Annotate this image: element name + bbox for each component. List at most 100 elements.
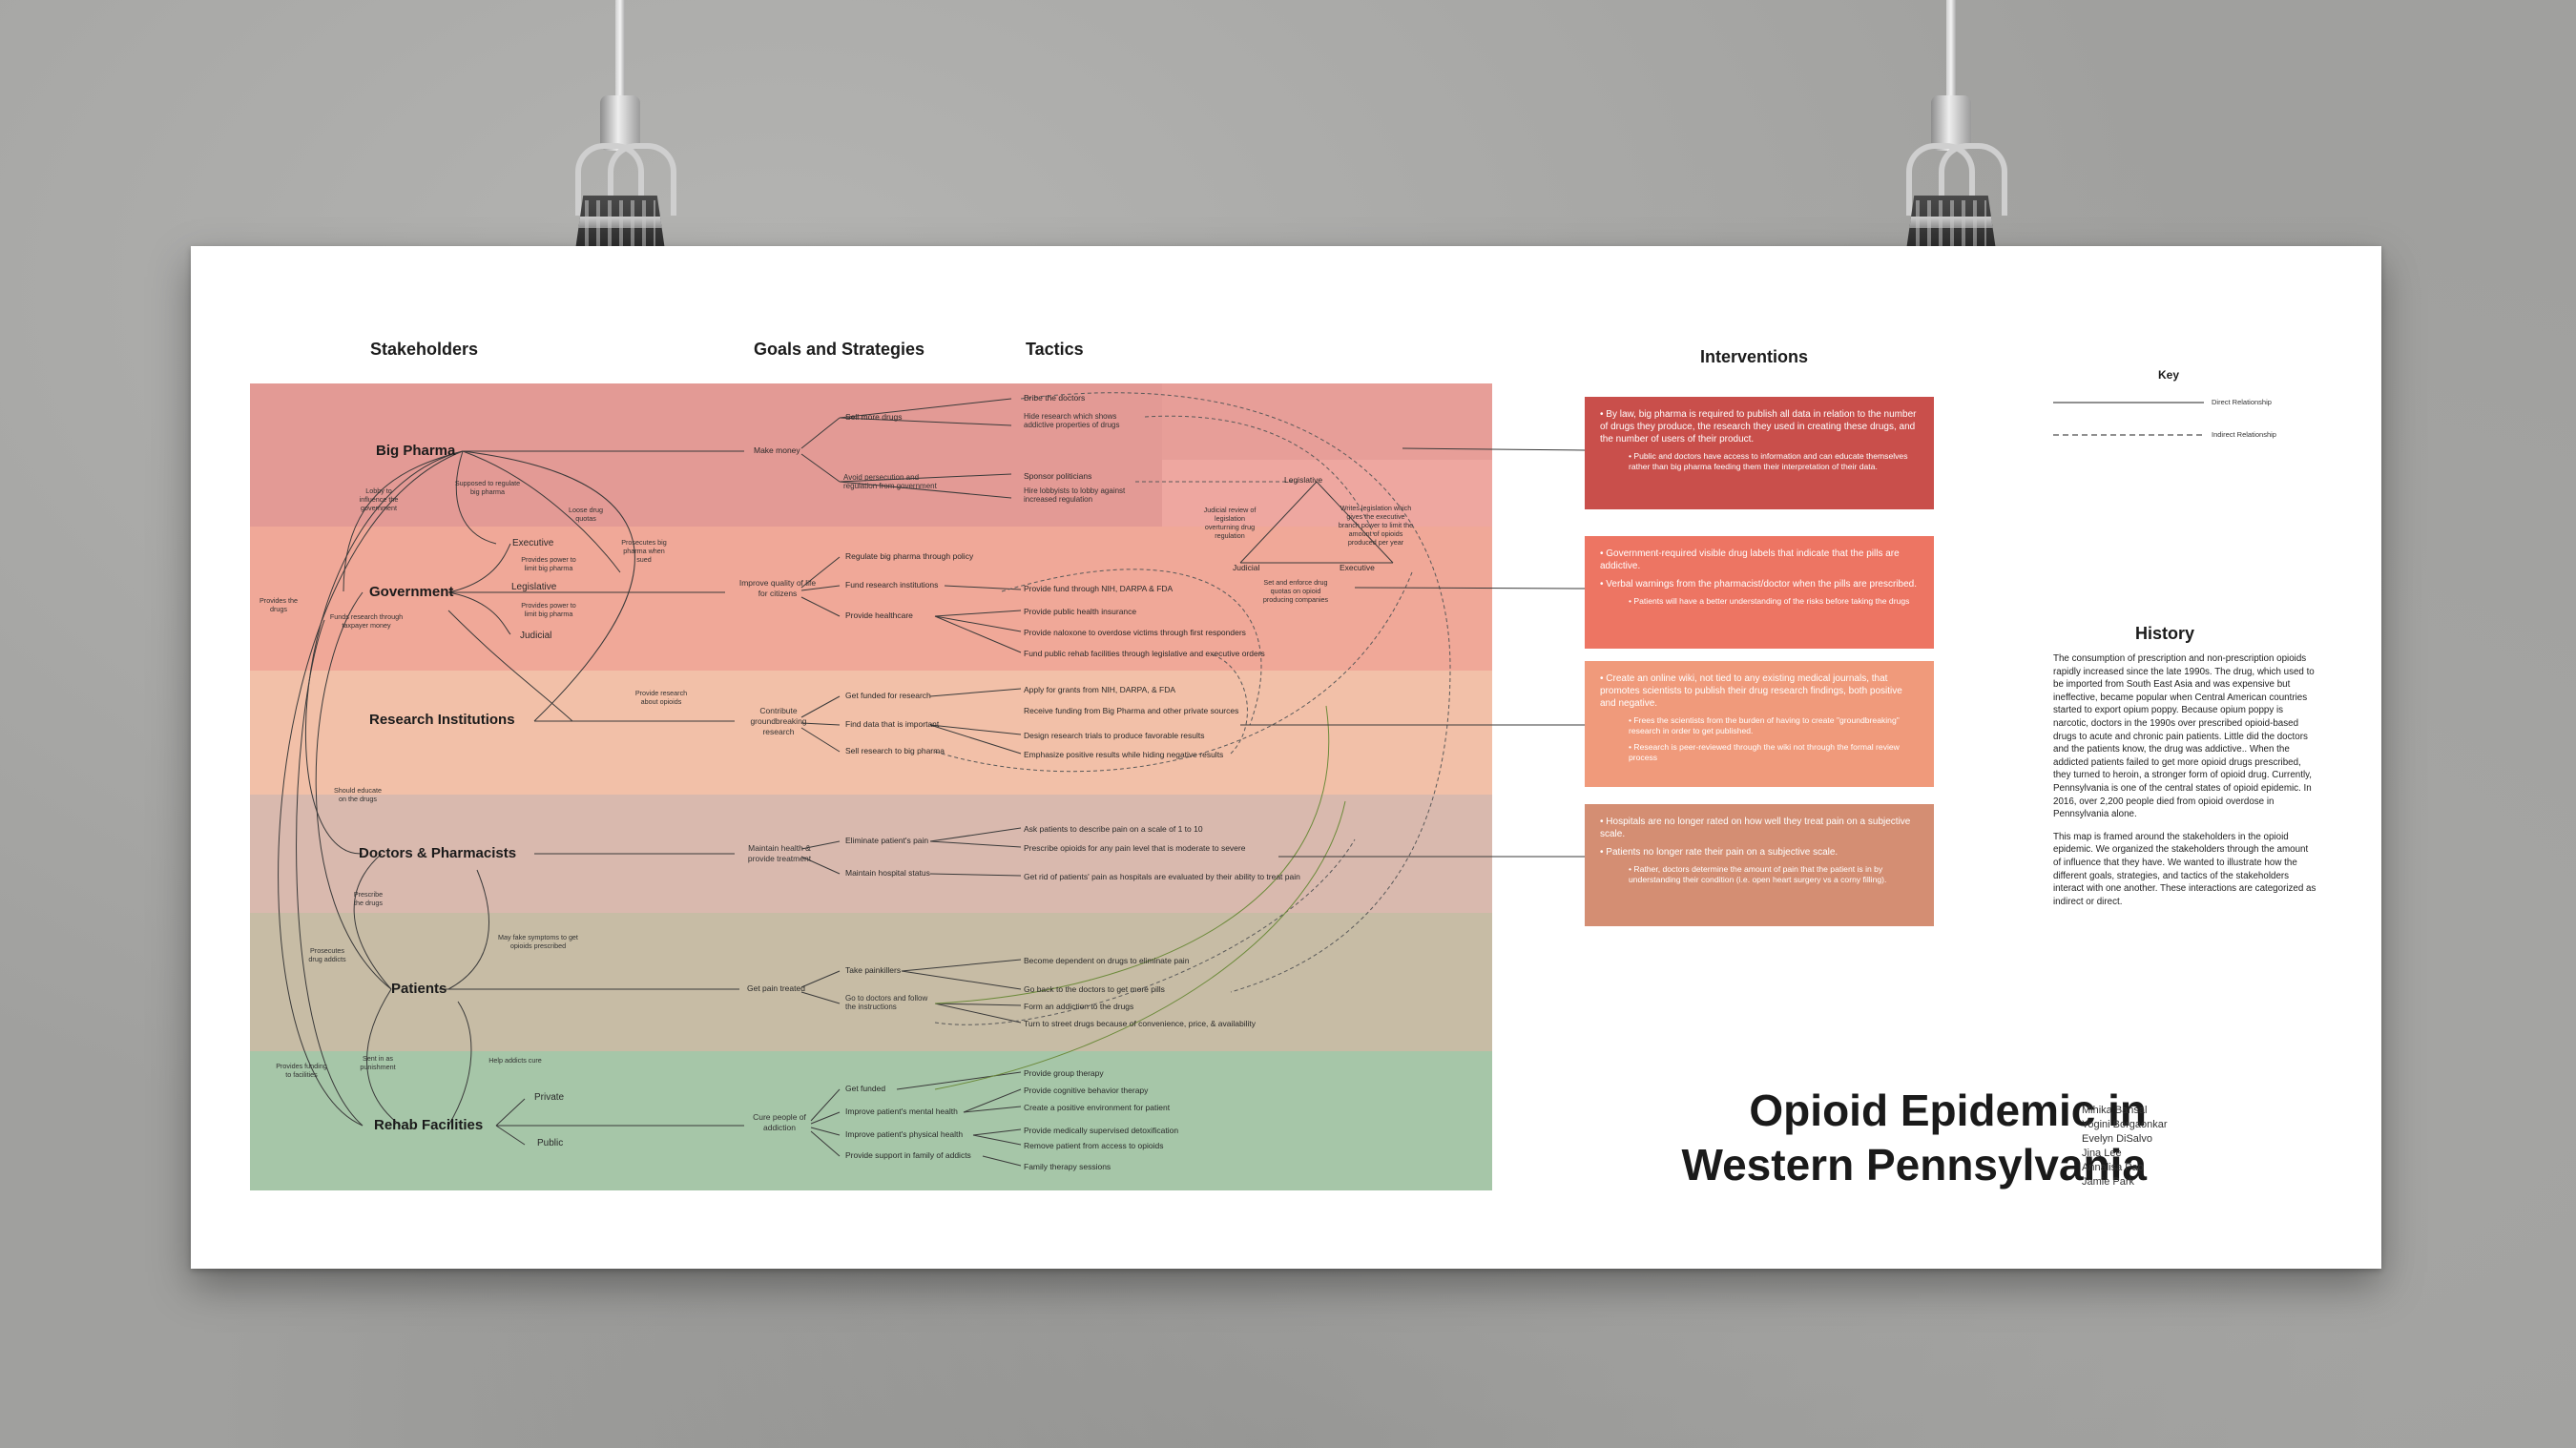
intervention-subpoint: • Frees the scientists from the burden o… (1629, 715, 1900, 735)
tactic-item: Form an addiction to the drugs (1024, 1002, 1134, 1011)
strategy-family: Provide support in family of addicts (845, 1150, 971, 1160)
stakeholder-research: Research Institutions (369, 712, 515, 728)
stakeholder-rehab: Rehab Facilities (374, 1117, 484, 1133)
band-tactics-overlay (1162, 383, 1492, 460)
intervention-point: • Verbal warnings from the pharmacist/do… (1600, 579, 1917, 590)
tactic-item: Provide cognitive behavior therapy (1024, 1086, 1149, 1095)
goal-contribute: Contribute groundbreaking research (750, 706, 807, 736)
tactic-item: Bribe the doctors (1024, 393, 1086, 403)
strategy-fund-research: Fund research institutions (845, 580, 939, 590)
goal-maintain: Maintain health & provide treatment (747, 843, 812, 863)
author-name: Yogini Borgaonkar (2082, 1119, 2168, 1130)
band-patients (250, 913, 1492, 1051)
strategy-get-funded-research: Get funded for research (845, 691, 931, 700)
edge-label-writes: Writes legislation which gives the execu… (1338, 504, 1414, 547)
edge-label-educate: Should educate on the drugs (334, 786, 382, 803)
intervention-box: • Government-required visible drug label… (1585, 536, 1934, 649)
triangle-legislative: Legislative (1284, 475, 1323, 485)
edge-label-sent: Sent in as punishment (360, 1054, 396, 1071)
history-text: The consumption of prescription and non-… (2053, 652, 2318, 908)
key-indirect: Indirect Relationship (2212, 430, 2276, 439)
header-interventions: Interventions (1700, 347, 1809, 366)
tactic-item: Turn to street drugs because of convenie… (1024, 1019, 1257, 1028)
binder-clip-left (568, 0, 676, 277)
branch-private: Private (534, 1092, 565, 1103)
branch-executive: Executive (512, 538, 554, 548)
strategy-take-painkillers: Take painkillers (845, 965, 902, 975)
header-stakeholders: Stakeholders (370, 340, 479, 359)
tactic-item: Receive funding from Big Pharma and othe… (1024, 706, 1239, 715)
author-name: Annalisa Pao (2082, 1162, 2144, 1173)
edge-label-judicial-review: Judicial review of legislation overturni… (1203, 506, 1257, 540)
tactic-item: Remove patient from access to opioids (1024, 1141, 1164, 1150)
intervention-box: • By law, big pharma is required to publ… (1585, 397, 1934, 509)
key-direct: Direct Relationship (2212, 398, 2272, 406)
tactic-item: Become dependent on drugs to eliminate p… (1024, 956, 1190, 965)
intervention-subpoint: • Research is peer-reviewed through the … (1629, 742, 1900, 762)
stakeholder-government: Government (369, 584, 454, 600)
goal-improve-quality: Improve quality of life for citizens (738, 578, 817, 598)
strategy-hospital-status: Maintain hospital status (845, 868, 930, 878)
tactic-item: Hide research which shows addictive prop… (1024, 412, 1120, 429)
intervention-point: • Hospitals are no longer rated on how w… (1600, 817, 1911, 839)
edge-label-loose: Loose drug quotas (569, 506, 603, 523)
strategy-sell-research: Sell research to big pharma (845, 746, 945, 755)
intervention-point: • By law, big pharma is required to publ… (1600, 409, 1917, 445)
strategy-avoid: Avoid persecution and regulation from go… (843, 473, 937, 490)
triangle-judicial: Judicial (1233, 563, 1260, 572)
tactic-item: Get rid of patients' pain as hospitals a… (1024, 872, 1300, 881)
edge-label-fake: May fake symptoms to get opioids prescri… (498, 933, 578, 950)
key-heading: Key (2158, 368, 2180, 382)
band-research (250, 671, 1492, 795)
title-line: Western Pennsylvania (1681, 1140, 2147, 1189)
edge-label-taxpayer: Funds research through taxpayer money (329, 612, 404, 630)
edge-label-supposed: Supposed to regulate big pharma (454, 479, 521, 496)
stakeholder-patients: Patients (391, 981, 447, 997)
title-line: Opioid Epidemic in (1749, 1086, 2147, 1135)
intervention-box: • Create an online wiki, not tied to any… (1585, 661, 1934, 787)
tactic-item: Provide fund through NIH, DARPA & FDA (1024, 584, 1174, 593)
goal-pain-treated: Get pain treated (747, 983, 805, 993)
triangle-executive: Executive (1340, 563, 1375, 572)
strategy-physical: Improve patient's physical health (845, 1129, 964, 1139)
edge-label-limit1: Provides power to limit big pharma (521, 555, 576, 572)
tactic-item: Ask patients to describe pain on a scale… (1024, 824, 1203, 834)
strategy-healthcare: Provide healthcare (845, 610, 913, 620)
goal-cure: Cure people of addiction (753, 1112, 806, 1132)
edge-label-prosecutes: Prosecutes big pharma when sued (621, 538, 667, 564)
strategy-regulate: Regulate big pharma through policy (845, 551, 974, 561)
edge-label-set-enforce: Set and enforce drug quotas on opioid pr… (1262, 578, 1329, 604)
author-name: Jamie Park (2082, 1176, 2135, 1188)
tactic-item: Family therapy sessions (1024, 1162, 1111, 1171)
intervention-subpoint: • Rather, doctors determine the amount o… (1629, 864, 1887, 884)
strategy-sell-more: Sell more drugs (845, 412, 903, 422)
strategy-get-funded: Get funded (845, 1084, 886, 1093)
intervention-box: • Hospitals are no longer rated on how w… (1585, 804, 1934, 926)
author-name: Evelyn DiSalvo (2082, 1133, 2152, 1145)
strategy-eliminate: Eliminate patient's pain (845, 836, 929, 845)
branch-public: Public (537, 1138, 564, 1148)
strategy-go-doctors: Go to doctors and follow the instruction… (845, 994, 928, 1011)
band-rehab (250, 1051, 1492, 1190)
intervention-point: • Patients no longer rate their pain on … (1600, 847, 1839, 858)
edge-label-prosecutes-addicts: Prosecutes drug addicts (308, 946, 346, 963)
intervention-point: • Create an online wiki, not tied to any… (1600, 673, 1902, 709)
tactic-item: Provide group therapy (1024, 1068, 1104, 1078)
stakeholder-doctors: Doctors & Pharmacists (359, 845, 517, 861)
strategy-mental: Improve patient's mental health (845, 1107, 958, 1116)
tactic-item: Provide medically supervised detoxificat… (1024, 1126, 1179, 1135)
edge-label-limit2: Provides power to limit big pharma (521, 601, 576, 618)
branch-judicial: Judicial (520, 631, 552, 641)
author-name: Jina Lee (2082, 1148, 2122, 1159)
tactic-item: Create a positive environment for patien… (1024, 1103, 1171, 1112)
header-tactics: Tactics (1026, 340, 1084, 359)
goal-make-money: Make money (754, 445, 800, 455)
history-paragraph: This map is framed around the stakeholde… (2053, 831, 2316, 907)
intervention-point: • Government-required visible drug label… (1600, 548, 1900, 571)
band-doctors (250, 795, 1492, 913)
header-goals: Goals and Strategies (754, 340, 925, 359)
tactic-item: Sponsor politicians (1024, 471, 1092, 481)
tactic-item: Prescribe opioids for any pain level tha… (1024, 843, 1246, 853)
edge-label-provides-drugs: Provides the drugs (260, 596, 298, 613)
